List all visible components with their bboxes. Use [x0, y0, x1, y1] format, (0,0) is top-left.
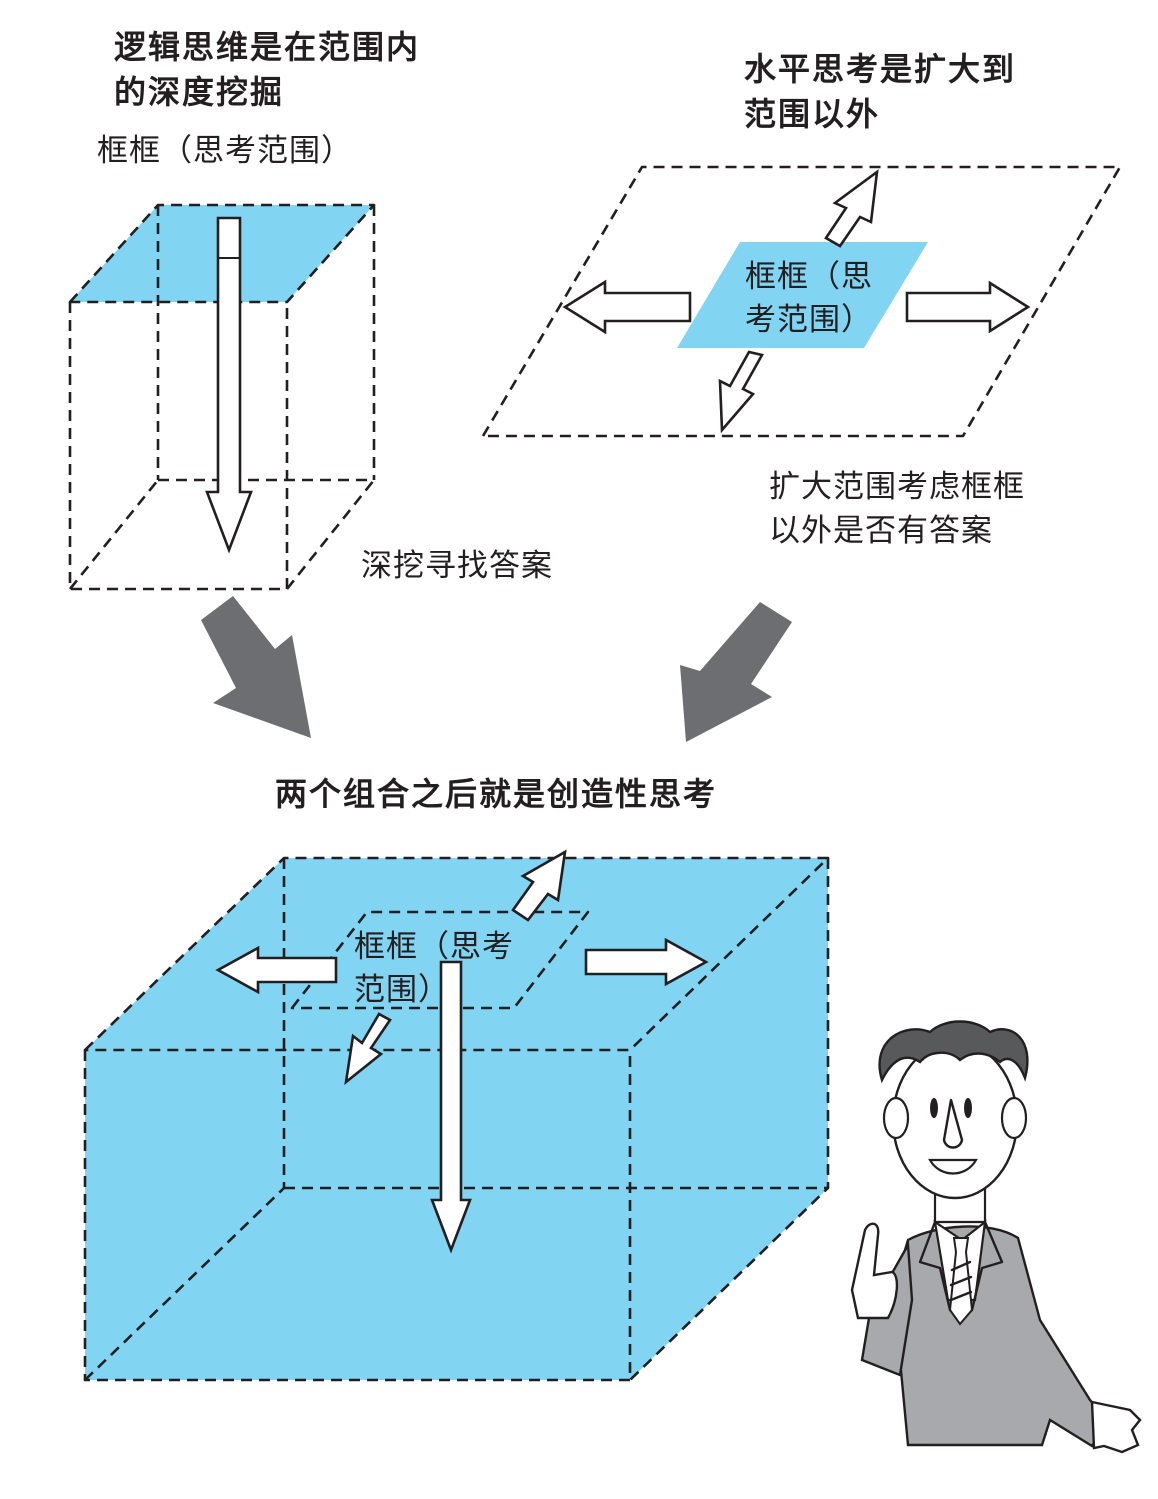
combined-down-arrow: [344, 1012, 392, 1086]
presenter-illustration: [850, 1020, 1142, 1454]
expand-label-line1: 扩大范围考虑框框: [769, 469, 1025, 505]
dig-label: 深挖寻找答案: [361, 548, 553, 584]
presenter-right-ear: [1000, 1096, 1028, 1140]
logical-box-front: [68, 302, 289, 591]
combined-frame-label-line1: 框框（思考: [354, 929, 514, 965]
combined-box-front: [83, 1050, 632, 1382]
presenter-extended-hand: [1090, 1400, 1142, 1454]
combined-up-arrow: [511, 849, 567, 922]
expand-right-arrow: [905, 280, 1031, 334]
presenter-mouth: [928, 1158, 978, 1175]
flow-arrow-right: [680, 602, 792, 742]
presenter-head: [891, 1040, 1019, 1200]
logical-box-bottom-right-edge: [285, 479, 376, 590]
presenter-left-ear: [882, 1096, 910, 1140]
presenter-suit: [876, 1225, 1110, 1448]
logical-box-hidden-bottom-left: [68, 479, 160, 590]
lateral-frame-label-line1: 框框（思: [745, 259, 873, 295]
combined-title: 两个组合之后就是创造性思考: [275, 775, 717, 813]
expand-label-line2: 以外是否有答案: [769, 513, 993, 549]
logical-frame-label: 框框（思考范围）: [97, 133, 353, 169]
presenter-nose: [942, 1098, 964, 1149]
presenter-left-eye: [930, 1098, 938, 1118]
combined-right-arrow: [584, 937, 709, 987]
logical-title-line1: 逻辑思维是在范围内: [114, 28, 420, 66]
lateral-frame-label-line2: 考范围）: [745, 302, 873, 338]
presenter-right-eye: [964, 1098, 972, 1118]
logical-title-line2: 的深度挖掘: [114, 73, 284, 111]
lateral-title-line1: 水平思考是扩大到: [744, 50, 1016, 88]
expand-up-arrow: [824, 169, 879, 248]
expand-down-arrow: [718, 350, 764, 434]
combined-panel: 两个组合之后就是创造性思考 框框（思考 范围）: [83, 775, 830, 1382]
combined-inner-frame: [290, 910, 590, 1010]
dig-down-arrow: [205, 216, 253, 554]
lateral-thinking-panel: 水平思考是扩大到 范围以外 框框（思 考范围） 扩大范围考虑框框 以外是否有答案: [481, 50, 1122, 549]
lateral-frame-face: [677, 242, 928, 348]
expand-left-arrow: [562, 279, 692, 335]
presenter-raised-hand: [850, 1222, 899, 1320]
combined-frame-label-line2: 范围）: [354, 972, 450, 1008]
presenter-tie-stripes: [949, 1260, 973, 1302]
presenter-hair: [878, 1020, 1029, 1084]
lateral-outer-plane: [481, 165, 1122, 438]
lateral-title-line2: 范围以外: [744, 95, 880, 133]
combined-dig-arrow: [430, 960, 472, 1254]
presenter-lapels: [918, 1220, 1004, 1312]
logical-thinking-panel: 逻辑思维是在范围内 的深度挖掘 框框（思考范围） 深挖寻找答案: [68, 28, 553, 591]
combined-hidden-bottom-left: [84, 1187, 285, 1381]
combined-left-arrow: [215, 945, 338, 995]
flow-arrow-left: [201, 596, 311, 738]
